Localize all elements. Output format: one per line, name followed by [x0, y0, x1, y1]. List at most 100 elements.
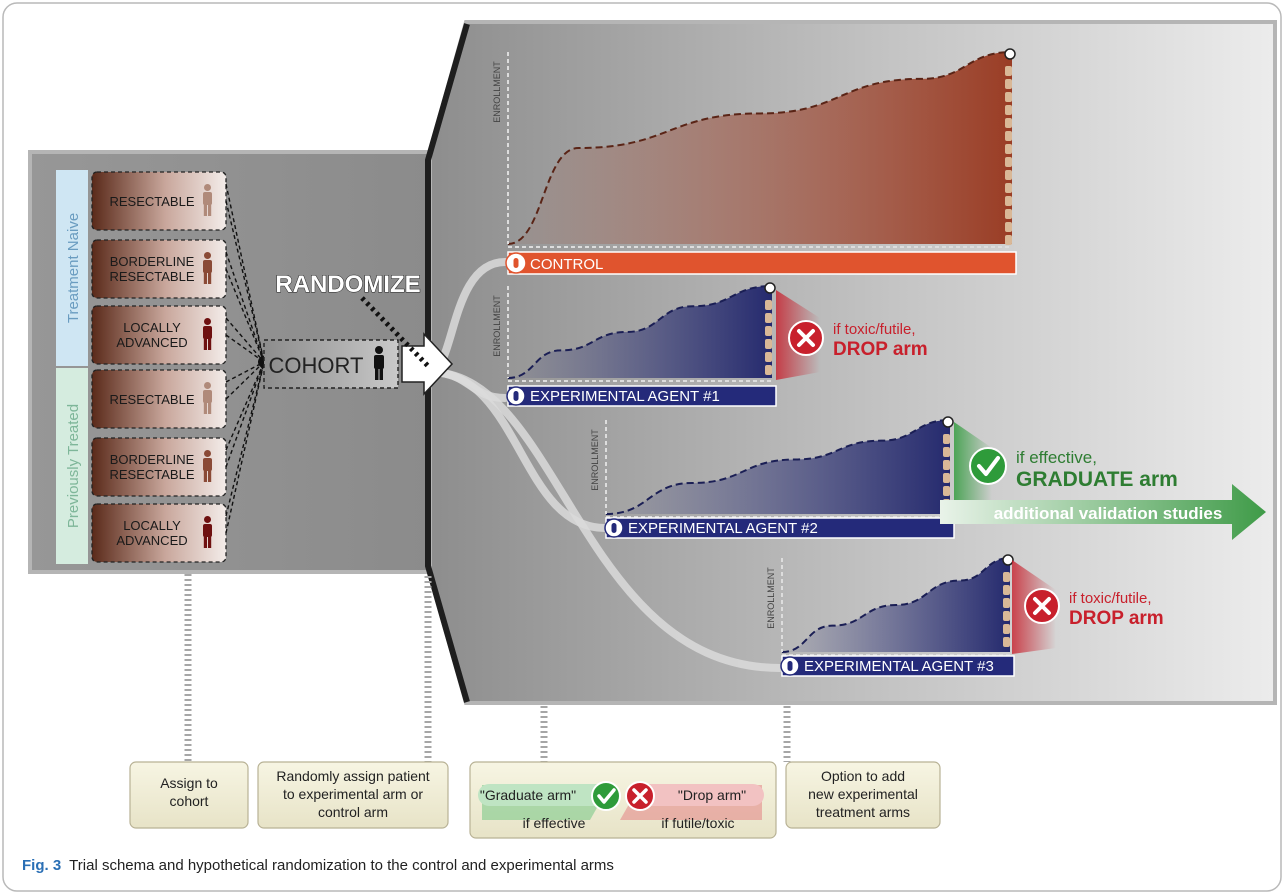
arm-label: CONTROL	[530, 256, 603, 273]
enrollment-curve	[507, 51, 1013, 245]
validation-arrow	[940, 484, 1266, 540]
drop-outcome-3: if toxic/futile, DROP arm	[1012, 560, 1164, 654]
patient-icon	[765, 313, 772, 323]
group-label-previously-treated: Previously Treated	[65, 404, 82, 528]
patient-icon	[1005, 222, 1012, 232]
patient-icon	[1005, 196, 1012, 206]
patient-icon	[1003, 585, 1010, 595]
patient-icon	[1005, 92, 1012, 102]
endpoint-marker	[942, 416, 954, 428]
patient-icon	[1005, 157, 1012, 167]
enrollment-curve	[507, 285, 773, 379]
endpoint-marker	[1004, 48, 1016, 60]
cohort-item-line2: ADVANCED	[116, 335, 187, 350]
svg-text:"Drop arm": "Drop arm"	[678, 787, 746, 803]
cohort-item: RESECTABLE	[91, 171, 227, 231]
patient-icon	[943, 434, 950, 444]
patient-icon	[1005, 105, 1012, 115]
drop-text-line1: if toxic/futile,	[833, 321, 916, 338]
patient-icon	[943, 486, 950, 496]
patient-icon	[943, 460, 950, 470]
legend-randomly-assign: Randomly assign patient to experimental …	[257, 761, 449, 829]
patient-icon	[1003, 611, 1010, 621]
arm-label: EXPERIMENTAL AGENT #2	[628, 520, 818, 537]
enrollment-area	[508, 286, 772, 378]
enrollment-axis-label: ENROLLMENT	[492, 295, 502, 357]
patient-icon	[765, 326, 772, 336]
drop-outcome-1: if toxic/futile, DROP arm	[776, 290, 928, 380]
cohort-connectors	[225, 183, 265, 534]
x-icon	[797, 329, 815, 347]
x-icon	[1033, 597, 1051, 615]
enrollment-axis-label: ENROLLMENT	[492, 61, 502, 123]
arm-chart: ENROLLMENT CONTROL	[492, 48, 1017, 275]
patient-icon	[1005, 79, 1012, 89]
validation-label: additional validation studies	[994, 504, 1223, 523]
graduate-text-line2: GRADUATE arm	[1016, 468, 1178, 491]
cohort-item-line1: RESECTABLE	[109, 392, 194, 407]
arm-charts: ENROLLMENTCONTROLENROLLMENTEXPERIMENTAL …	[492, 48, 1017, 677]
graduate-outcome: additional validation studies if effecti…	[940, 422, 1266, 540]
patient-icon	[943, 447, 950, 457]
drop-text-line2: DROP arm	[1069, 608, 1164, 629]
caption-label: Fig. 3	[22, 857, 61, 874]
person-icon	[374, 346, 384, 380]
cohort-item-line1: LOCALLY	[123, 320, 181, 335]
enrollment-area	[508, 52, 1012, 244]
cohort-item-line1: BORDERLINE	[110, 452, 195, 467]
pill-shape	[513, 391, 519, 401]
patient-icon	[1005, 118, 1012, 128]
legend-stems	[184, 574, 791, 762]
enrollment-area	[606, 420, 950, 514]
pill-shape	[513, 258, 519, 268]
randomize-dots	[360, 296, 430, 368]
pill-shape	[787, 661, 793, 671]
patient-icon	[765, 300, 772, 310]
legend-graduate-drop: "Graduate arm" "Drop arm" if effective i…	[469, 761, 777, 839]
legend-add-arms: Option to add new experimental treatment…	[785, 761, 941, 829]
x-icon	[632, 788, 648, 804]
check-icon	[597, 788, 616, 804]
graduate-text-line1: if effective,	[1016, 448, 1097, 467]
person-icon	[203, 382, 212, 414]
patient-icon	[1005, 183, 1012, 193]
arm-label: EXPERIMENTAL AGENT #1	[530, 388, 720, 405]
cohort-item-line2: ADVANCED	[116, 533, 187, 548]
svg-text:cohort: cohort	[170, 793, 209, 809]
person-icon	[203, 252, 212, 284]
svg-text:Option to add: Option to add	[821, 768, 905, 784]
enrollment-curve	[781, 557, 1011, 653]
arm-chart: ENROLLMENT EXPERIMENTAL AGENT #1	[492, 282, 777, 407]
group-tint-treatment-naive	[56, 170, 88, 366]
group-label-treatment-naive: Treatment Naive	[65, 213, 82, 323]
svg-text:if effective: if effective	[523, 815, 586, 831]
cohort-item: RESECTABLE	[91, 369, 227, 429]
patient-icon	[1005, 66, 1012, 76]
svg-text:new experimental: new experimental	[808, 786, 918, 802]
arm-chart: ENROLLMENT EXPERIMENTAL AGENT #2	[590, 416, 955, 539]
patient-icon	[765, 365, 772, 375]
person-icon	[203, 318, 212, 350]
person-icon	[203, 184, 212, 216]
arm-label: EXPERIMENTAL AGENT #3	[804, 658, 994, 675]
cohort-item-line2: RESECTABLE	[109, 467, 194, 482]
cohort-label: COHORT	[269, 353, 364, 378]
drop-text-line2: DROP arm	[833, 339, 928, 360]
patient-icon	[765, 352, 772, 362]
svg-text:Randomly assign patient: Randomly assign patient	[276, 768, 429, 784]
enrollment-axis-label: ENROLLMENT	[590, 429, 600, 491]
patient-icon	[1005, 235, 1012, 245]
patient-icon	[1003, 624, 1010, 634]
branch-paths	[426, 258, 784, 672]
svg-text:treatment arms: treatment arms	[816, 804, 910, 820]
randomize-label: RANDOMIZE	[275, 271, 420, 298]
patient-icon	[1005, 131, 1012, 141]
svg-text:control arm: control arm	[318, 804, 388, 820]
patient-icon	[943, 473, 950, 483]
